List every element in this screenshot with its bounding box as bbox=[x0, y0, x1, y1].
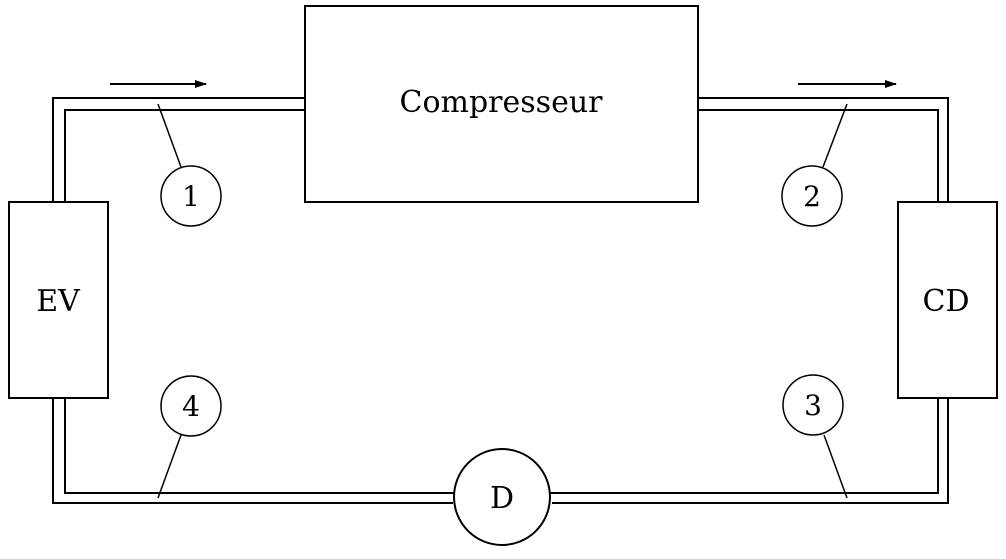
state-point-circle bbox=[160, 375, 222, 437]
state-point-label: 2 bbox=[803, 180, 821, 213]
pipe-loop bbox=[52, 97, 949, 504]
compressor-label: Compresseur bbox=[400, 85, 604, 120]
condenser-label: CD bbox=[922, 284, 969, 319]
state-point-circle bbox=[782, 374, 844, 436]
state-point-circle bbox=[781, 165, 843, 227]
compressor-box: Compresseur bbox=[304, 5, 699, 203]
state-point-2: 2 bbox=[781, 103, 848, 227]
expansion-valve-label: D bbox=[490, 481, 514, 516]
state-point-label: 1 bbox=[182, 180, 200, 213]
expansion-valve-circle bbox=[453, 448, 551, 546]
evaporator-label: EV bbox=[36, 284, 81, 319]
state-point-4: 4 bbox=[157, 375, 222, 499]
leader-line-2 bbox=[822, 103, 848, 168]
leader-line-4 bbox=[157, 434, 182, 499]
condenser-rect bbox=[897, 201, 998, 399]
evaporator-rect bbox=[8, 201, 109, 399]
state-point-label: 3 bbox=[804, 389, 822, 422]
state-point-circle bbox=[160, 165, 222, 227]
evaporator-box: EV bbox=[8, 201, 109, 399]
compressor-rect bbox=[304, 5, 699, 203]
state-point-1: 1 bbox=[157, 103, 222, 227]
leader-line-1 bbox=[157, 103, 182, 168]
state-point-3: 3 bbox=[782, 374, 848, 499]
pipe-outer-line bbox=[52, 97, 949, 504]
pipe-inner-line bbox=[64, 109, 939, 494]
state-point-label: 4 bbox=[182, 390, 200, 423]
expansion-valve: D bbox=[453, 448, 551, 546]
leader-line-3 bbox=[823, 434, 848, 499]
condenser-box: CD bbox=[897, 201, 998, 399]
